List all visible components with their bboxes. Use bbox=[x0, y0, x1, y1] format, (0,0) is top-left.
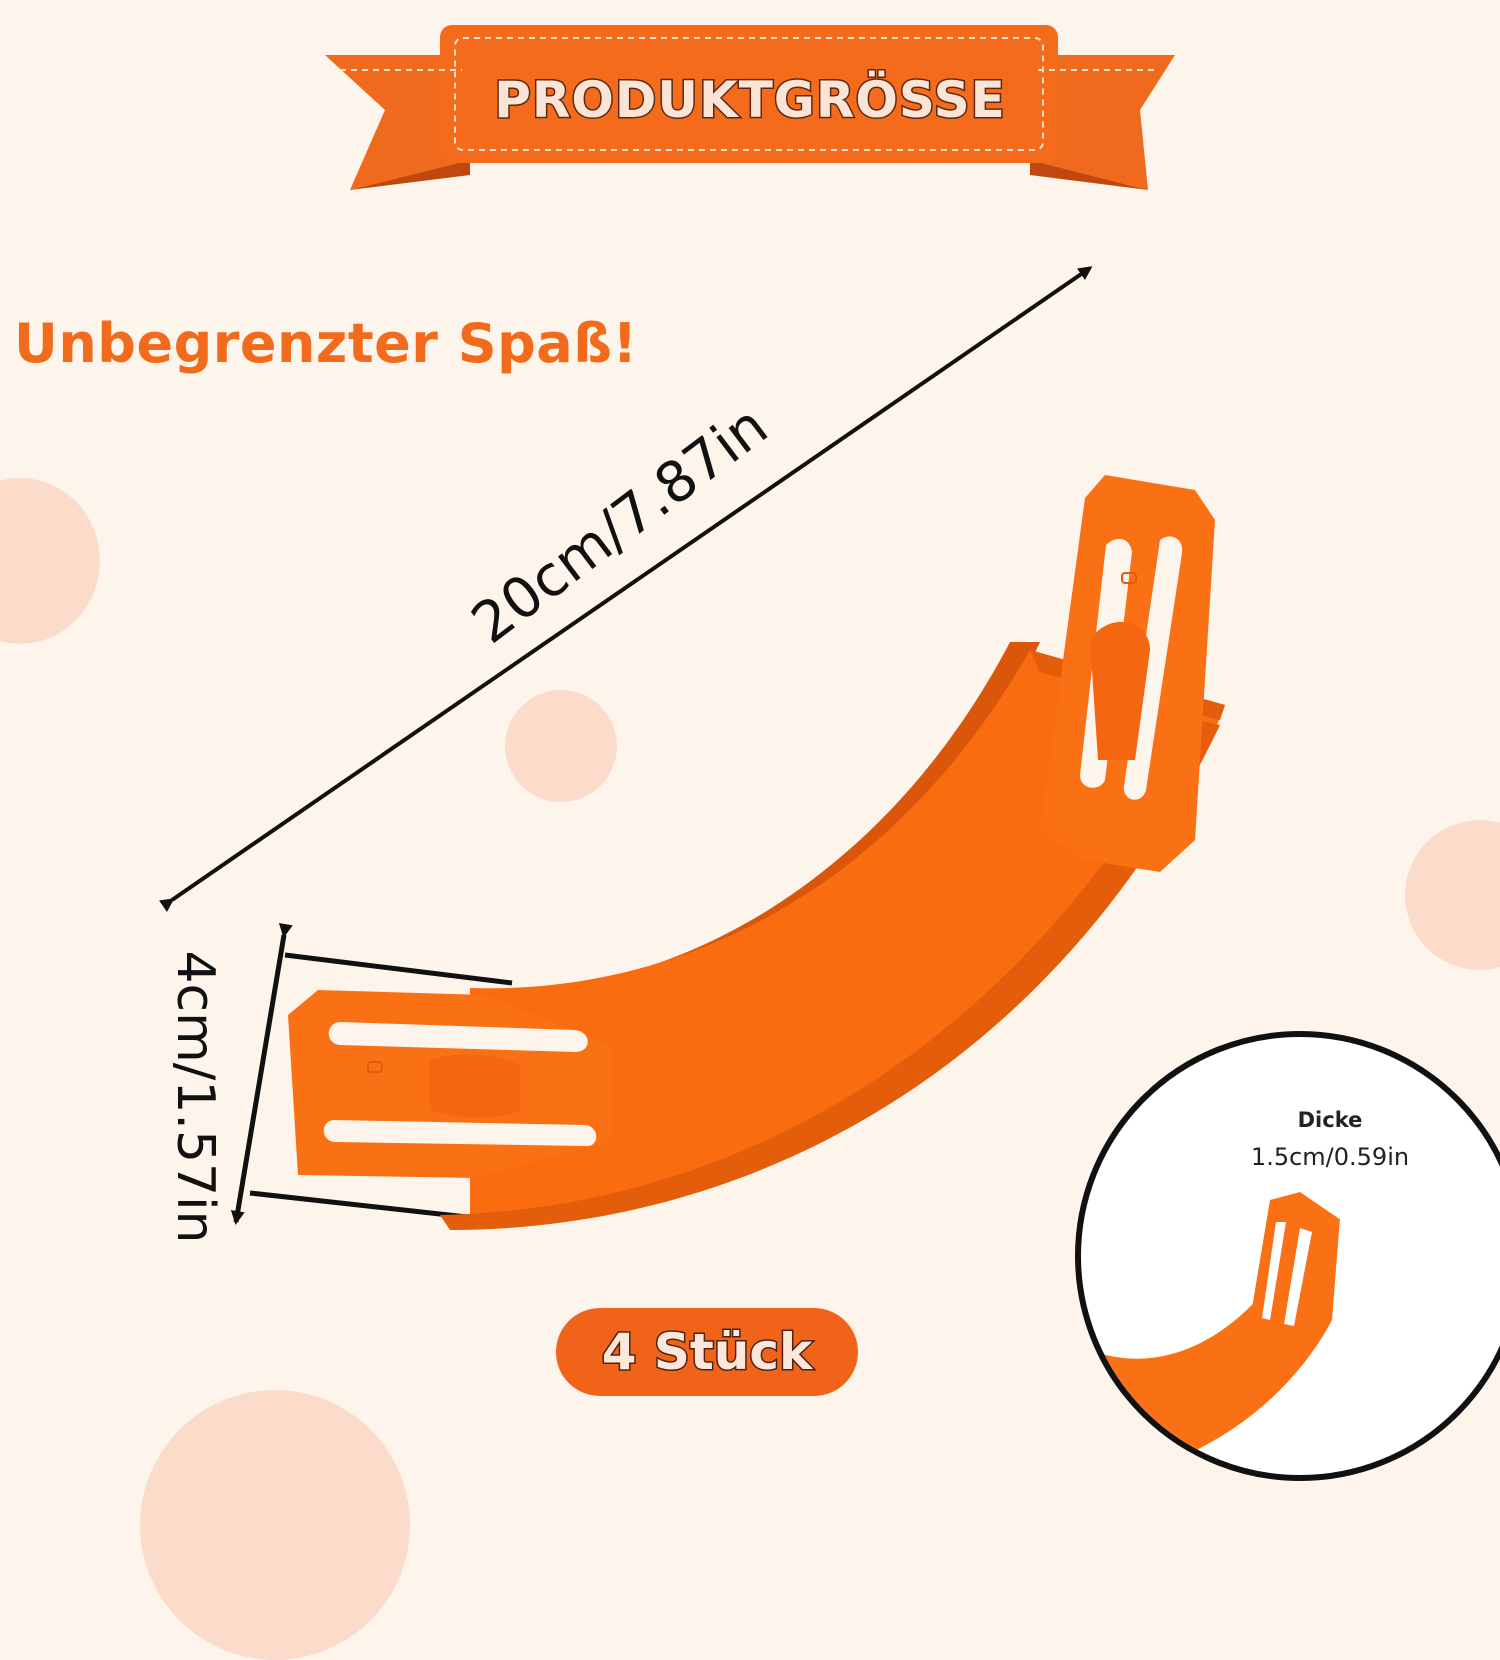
width-extension-bottom bbox=[249, 1190, 477, 1221]
ribbon-stitch bbox=[454, 37, 1044, 151]
thickness-inset bbox=[1075, 1031, 1500, 1481]
length-dimension-arrow bbox=[158, 266, 1093, 913]
thickness-label: Dicke bbox=[1297, 1108, 1363, 1132]
width-dimension-arrow bbox=[230, 922, 293, 1225]
width-label: 4cm/1.57in bbox=[165, 950, 225, 1244]
product-illustration bbox=[158, 266, 1500, 1481]
thickness-value: 1.5cm/0.59in bbox=[1250, 1143, 1410, 1171]
ribbon-tail-left bbox=[325, 55, 470, 190]
width-extension-top bbox=[284, 952, 513, 986]
ribbon-fold-right bbox=[1030, 160, 1148, 190]
ribbon-banner bbox=[325, 25, 1175, 190]
ribbon-fold-left bbox=[350, 160, 470, 190]
banana-holder bbox=[288, 475, 1225, 1230]
banner-title: PRODUKTGRÖSSE bbox=[493, 70, 1007, 131]
ribbon-center bbox=[440, 25, 1058, 163]
product-size-infographic: PRODUKTGRÖSSE Unbegrenzter Spaß! bbox=[0, 25, 1500, 1660]
ribbon-tail-right bbox=[1030, 55, 1175, 190]
quantity-badge: 4 Stück bbox=[556, 1308, 858, 1396]
